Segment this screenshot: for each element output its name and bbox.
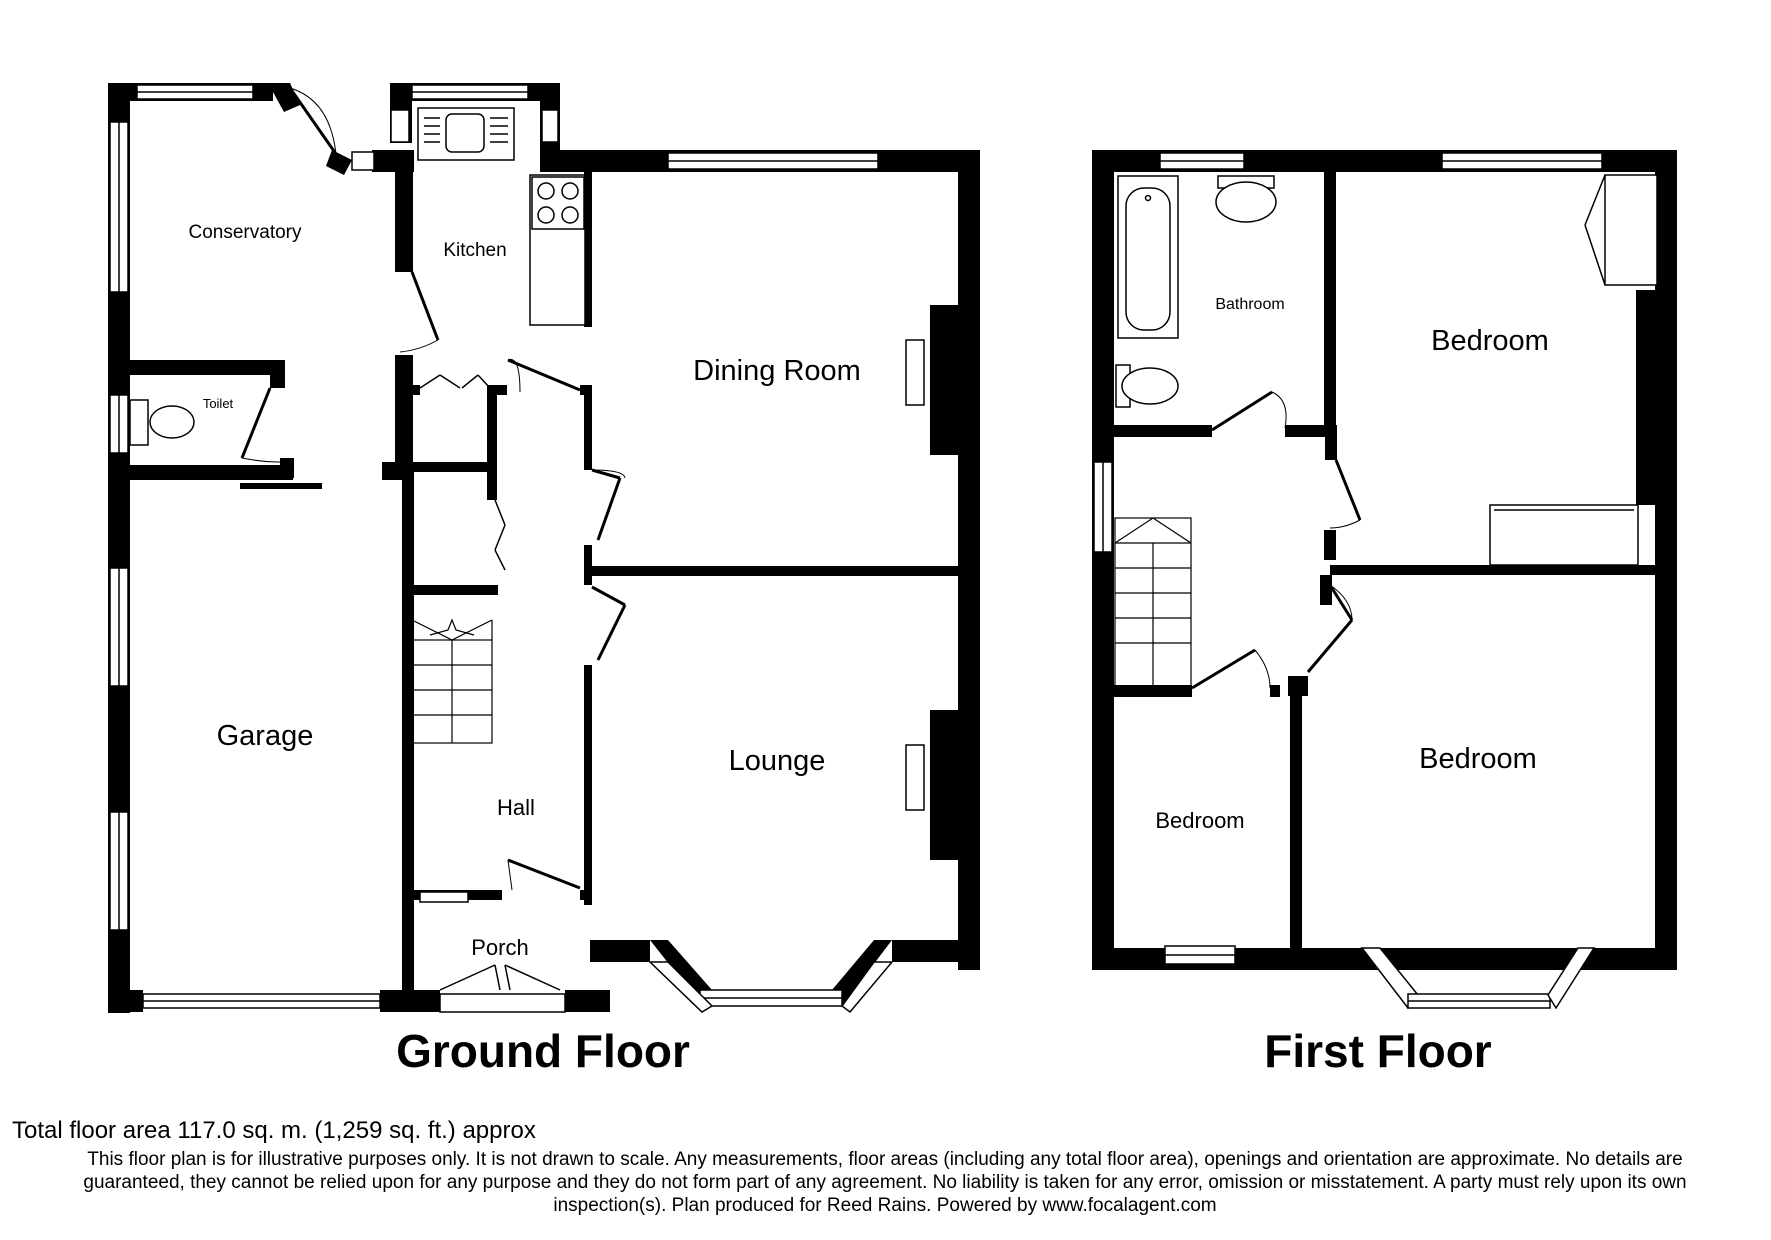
room-label-dining-room: Dining Room [693, 355, 861, 387]
room-label-bedroom-small: Bedroom [1155, 808, 1244, 833]
room-label-porch: Porch [471, 935, 528, 960]
first-floor-windows [1093, 152, 1603, 1010]
first-floor-doors [1191, 390, 1362, 690]
room-label-bedroom-front: Bedroom [1419, 743, 1537, 775]
ground-floor-windows [109, 84, 894, 1014]
room-label-bedroom-rear: Bedroom [1431, 325, 1549, 357]
first-floor-title: First Floor [1264, 1025, 1492, 1077]
room-label-toilet: Toilet [203, 396, 234, 411]
room-label-conservatory: Conservatory [189, 222, 302, 243]
room-label-lounge: Lounge [729, 745, 826, 777]
total-floor-area: Total floor area 117.0 sq. m. (1,259 sq.… [12, 1117, 536, 1144]
first-floor-plan: Bathroom Bedroom Bedroom Bedroom First F… [1092, 150, 1677, 1077]
ground-floor-title: Ground Floor [396, 1025, 690, 1077]
ground-floor-doors [240, 87, 627, 991]
ground-floor-stairs [411, 618, 493, 744]
disclaimer: This floor plan is for illustrative purp… [83, 1149, 1687, 1216]
toilet-fixture [129, 399, 195, 446]
room-label-garage: Garage [217, 720, 314, 752]
kitchen-cooker [529, 174, 586, 326]
kitchen-sink [417, 107, 515, 161]
ground-floor-plan: Conservatory Kitchen Toilet Dining Room … [108, 83, 980, 1077]
floor-plan: Conservatory Kitchen Toilet Dining Room … [108, 83, 1677, 1077]
fireplaces [905, 339, 925, 811]
room-label-kitchen: Kitchen [443, 240, 506, 261]
room-label-hall: Hall [497, 795, 535, 820]
room-label-bathroom: Bathroom [1215, 296, 1284, 313]
first-floor-stairs [1114, 517, 1192, 687]
bathroom-fixtures [1115, 175, 1277, 408]
wardrobes [1489, 174, 1658, 566]
